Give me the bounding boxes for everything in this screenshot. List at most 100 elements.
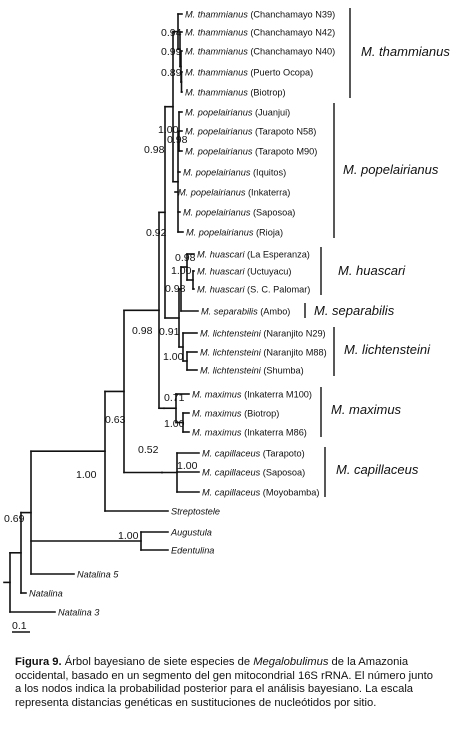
leaf-label-t3: M. thammianus (Chanchamayo N40) [185,46,335,56]
leaf-locality: (Naranjito N29) [261,328,326,338]
leaf-label-h2: M. huascari (Uctuyacu) [197,266,291,276]
support-value-s_hua98: 0.98 [175,252,196,264]
leaf-locality: (Inkaterra) [245,187,290,197]
clade-label-capillaceus: M. capillaceus [336,462,419,477]
clade-label-lichtensteini: M. lichtensteini [344,342,431,357]
leaf-locality: (S. C. Palomar) [245,284,311,294]
support-value-s_meg100: 1.00 [76,469,97,481]
support-value-s_lic100: 1.00 [163,351,184,363]
leaf-label-s1: M. separabilis (Ambo) [201,306,290,316]
leaf-species: M. popelairianus [185,107,253,117]
leaf-locality: (Chanchamayo N42) [248,27,335,37]
leaf-species: Edentulina [171,545,214,555]
support-value-s_hs98: 0.98 [165,283,186,295]
leaf-species: M. thammianus [185,27,248,37]
figure-caption: Figura 9. Árbol bayesiano de siete espec… [15,656,441,710]
leaf-label-p6: M. popelairianus (Saposoa) [183,207,295,217]
leaf-species: M. capillaceus [202,467,261,477]
leaf-locality: (Shumba) [261,365,304,375]
leaf-label-o4: Natalina 5 [77,569,119,579]
leaf-label-t2: M. thammianus (Chanchamayo N42) [185,27,335,37]
leaf-species: Streptostele [171,506,220,516]
leaf-species: M. thammianus [185,9,248,19]
leaf-species: M. popelairianus [185,146,253,156]
leaf-locality: (La Esperanza) [245,249,310,259]
leaf-locality: (Chanchamayo N39) [248,9,335,19]
leaf-species: M. lichtensteini [200,347,262,357]
leaf-species: M. thammianus [185,46,248,56]
support-value-s_max100: 1.00 [164,418,185,430]
leaf-species: M. thammianus [185,87,248,97]
leaf-locality: (Puerto Ocopa) [248,67,313,77]
support-value-s_hua100: 1.00 [171,265,192,277]
support-value-s_069: 0.69 [4,513,25,525]
leaf-locality: (Rioja) [253,227,283,237]
leaf-locality: (Moyobamba) [260,487,319,497]
leaf-label-c3: M. capillaceus (Moyobamba) [202,487,319,497]
leaf-species: M. popelairianus [185,126,253,136]
leaf-locality: (Biotrop) [242,408,280,418]
support-value-s_root98: 0.98 [132,325,153,337]
leaf-species: M. popelairianus [183,167,251,177]
leaf-locality: (Saposoa) [250,207,295,217]
leaf-species: M. lichtensteini [200,365,262,375]
scale-label: 0.1 [12,620,27,632]
leaf-species: M. thammianus [185,67,248,77]
clade-label-popelairianus: M. popelairianus [343,162,439,177]
support-value-s_pop98b: 0.98 [144,144,165,156]
support-value-s_cap100: 1.00 [177,460,198,472]
leaf-species: M. huascari [197,266,245,276]
leaf-species: M. capillaceus [202,448,261,458]
leaf-species: Augustula [170,527,212,537]
clade-label-maximus: M. maximus [331,402,402,417]
leaf-label-m2: M. maximus (Biotrop) [192,408,279,418]
leaf-label-p1: M. popelairianus (Juanjui) [185,107,290,117]
clade-label-huascari: M. huascari [338,263,406,278]
leaf-species: M. maximus [192,389,242,399]
support-value-s_t2: 0.94 [161,27,182,39]
support-value-s_052: 0.52 [138,444,159,456]
support-value-s_aug100: 1.00 [118,530,139,542]
leaf-locality: (Inkaterra M86) [242,427,307,437]
support-value-s_pop98a: 0.98 [167,134,188,146]
leaf-label-p5: M. popelairianus (Inkaterra) [178,187,290,197]
caption-text-a: Árbol bayesiano de siete especies de [61,656,254,668]
leaf-label-c2: M. capillaceus (Saposoa) [202,467,305,477]
leaf-locality: (Tarapoto) [260,448,304,458]
support-value-s_max71: 0.71 [164,392,185,404]
leaf-label-l3: M. lichtensteini (Shumba) [200,365,304,375]
support-value-s_lic91: 0.91 [159,326,180,338]
leaf-label-c1: M. capillaceus (Tarapoto) [202,448,305,458]
leaf-label-t1: M. thammianus (Chanchamayo N39) [185,9,335,19]
leaf-label-o2: Augustula [170,527,212,537]
clade-label-separabilis: M. separabilis [314,303,395,318]
leaf-species: Natalina 3 [58,607,100,617]
leaf-species: M. maximus [192,408,242,418]
leaf-species: M. maximus [192,427,242,437]
leaf-species: M. popelairianus [186,227,254,237]
leaf-locality: (Juanjui) [252,107,290,117]
support-value-s_t3: 0.99 [161,46,182,58]
leaf-label-o5: Natalina [29,588,63,598]
leaf-label-t5: M. thammianus (Biotrop) [185,87,286,97]
leaf-species: M. huascari [197,249,245,259]
leaf-locality: (Ambo) [258,306,291,316]
leaf-species: M. separabilis [201,306,258,316]
leaf-label-t4: M. thammianus (Puerto Ocopa) [185,67,313,77]
support-value-s_t4: 0.89 [161,67,182,79]
leaf-label-p2: M. popelairianus (Tarapoto N58) [185,126,316,136]
leaf-label-h3: M. huascari (S. C. Palomar) [197,284,310,294]
leaf-locality: (Biotrop) [248,87,286,97]
leaf-species: M. huascari [197,284,245,294]
clade-label-thammianus: M. thammianus [361,44,450,59]
leaf-locality: (Iquitos) [250,167,286,177]
leaf-species: Natalina [29,588,63,598]
leaf-label-o3: Edentulina [171,545,214,555]
leaf-locality: (Chanchamayo N40) [248,46,335,56]
leaf-locality: (Inkaterra M100) [242,389,312,399]
caption-label: Figura 9. [15,656,62,668]
caption-text-b: de la Amazonia occidental, basado en un … [15,656,433,709]
leaf-locality: (Tarapoto M90) [252,146,317,156]
support-value-s_063: 0.63 [105,414,126,426]
leaf-label-p4: M. popelairianus (Iquitos) [183,167,286,177]
